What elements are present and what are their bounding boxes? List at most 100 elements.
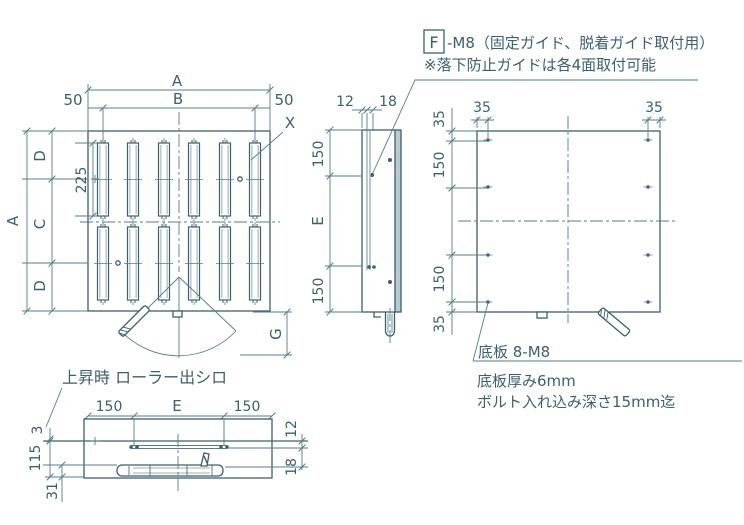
side-hole <box>372 265 376 269</box>
plan-stub <box>172 310 183 318</box>
f-box-label: F <box>429 33 438 52</box>
plan-dim-a-left: A <box>4 127 31 315</box>
f-annotation-note: ※落下防止ガイドは各4面取付可能 <box>424 56 656 74</box>
f-box <box>423 29 445 54</box>
dim-label-35-top-left: 35 <box>473 100 491 116</box>
dim-label-50-right: 50 <box>274 91 293 109</box>
plan-pin-hole <box>237 176 243 182</box>
plan-dim-a-top: A <box>84 72 274 131</box>
dim-label-e: E <box>172 397 181 415</box>
f-leader-line <box>371 79 698 176</box>
dim-label-12: 12 <box>284 420 300 438</box>
lift-title: 上昇時 ローラー出シロ <box>62 368 227 387</box>
plan-x-callout: X <box>250 114 295 161</box>
dim-label-150-bottom: 150 <box>311 278 327 305</box>
lift-hole-extension-lines <box>133 419 225 446</box>
roller <box>123 137 143 222</box>
back-lever <box>597 307 631 337</box>
side-roller-lines <box>366 131 371 270</box>
roller <box>93 221 113 306</box>
back-note1: 底板厚み6mm <box>477 372 576 390</box>
plan-dim-dcd: D C D <box>31 127 56 315</box>
roller <box>184 221 204 306</box>
dim-label-18: 18 <box>379 94 397 110</box>
dim-label-150-top: 150 <box>311 141 327 168</box>
side-hole <box>388 280 392 284</box>
bolt-hole <box>643 299 653 305</box>
plan-dim-225: 225 <box>74 139 98 220</box>
dim-label-g: G <box>267 328 285 340</box>
roller <box>93 137 113 222</box>
lift-hole <box>219 445 223 449</box>
callout-leader <box>472 302 742 362</box>
x-leader-line <box>250 131 284 161</box>
plan-pin-hole <box>115 260 121 266</box>
dim-label-150-left-top: 150 <box>432 152 448 179</box>
label-x: X <box>285 114 295 132</box>
plan-cross-mark <box>91 175 99 183</box>
roller <box>154 137 174 222</box>
dim-label-31: 31 <box>45 482 61 500</box>
dim-label-35-top-right: 35 <box>645 100 663 116</box>
back-plate-outline <box>476 130 661 313</box>
dim-label-150-left: 150 <box>96 399 123 415</box>
dim-label-3: 3 <box>30 426 46 435</box>
bolt-hole <box>643 137 653 143</box>
side-plate-outline <box>361 129 402 313</box>
lift-dim-left: 3 115 31 <box>28 426 84 502</box>
roller <box>245 221 265 306</box>
dim-label-a-top: A <box>172 72 183 90</box>
back-view: 35 35 35 150 150 35 <box>432 100 742 411</box>
lift-lever <box>43 452 224 477</box>
dim-label-c: C <box>31 219 49 229</box>
dim-label-b: B <box>173 90 183 108</box>
dim-label-d-bottom: D <box>31 280 49 292</box>
lift-hole <box>135 445 139 449</box>
dim-label-150-right: 150 <box>234 399 261 415</box>
side-gray-band <box>394 129 402 313</box>
back-dim-35-top-right: 35 <box>642 100 666 138</box>
dim-label-d-top: D <box>31 150 49 162</box>
plan-view: A 50 B 50 A D C D <box>4 72 295 359</box>
dim-label-150-left-bottom: 150 <box>432 266 448 293</box>
back-stub <box>536 311 548 319</box>
plan-dim-b-50: 50 B 50 <box>63 90 294 143</box>
lift-view: 上昇時 ローラー出シロ 150 E 150 <box>28 368 308 502</box>
back-note2: ボルト入れ込み深さ15mm迄 <box>477 393 675 411</box>
lift-title-leader <box>45 387 63 428</box>
plan-dim-g: G <box>240 308 292 359</box>
lift-guide-lines <box>131 445 227 449</box>
lift-hole <box>225 445 229 449</box>
roller <box>215 137 235 222</box>
lift-dim-right: 12 18 <box>225 420 308 476</box>
plan-left-extension-lines <box>22 130 88 312</box>
back-callout: 底板 8-M8 <box>472 302 742 362</box>
bolt-hole <box>643 252 653 258</box>
dim-label-50-left: 50 <box>63 91 82 109</box>
plan-lever <box>118 305 150 337</box>
callout-text: 底板 8-M8 <box>478 343 550 361</box>
dim-label-a-left: A <box>4 215 22 226</box>
roller <box>184 137 204 222</box>
side-handle <box>373 308 396 345</box>
f-annotation: F -M8（固定ガイド、脱着ガイド取付用） ※落下防止ガイドは各4面取付可能 <box>370 29 714 177</box>
dim-label-18: 18 <box>284 458 300 476</box>
bolt-hole <box>483 252 493 258</box>
roller <box>123 221 143 306</box>
dim-label-12: 12 <box>336 94 354 110</box>
dim-label-35-left-top: 35 <box>432 110 448 128</box>
side-dim-12-18: 12 18 <box>336 94 397 131</box>
back-dim-left-chain: 35 150 150 35 <box>432 108 488 335</box>
side-hole <box>388 158 392 162</box>
f-leader-dot <box>370 173 374 177</box>
lift-cross-mark <box>91 437 99 445</box>
lift-dim-150-e-150: 150 E 150 <box>84 397 276 420</box>
side-hole <box>367 265 371 269</box>
dim-label-35-left-bottom: 35 <box>432 315 448 333</box>
dim-label-225: 225 <box>74 167 90 194</box>
dim-label-115: 115 <box>28 445 44 472</box>
f-annotation-text: -M8（固定ガイド、脱着ガイド取付用） <box>447 34 714 52</box>
dim-label-e: E <box>309 216 327 225</box>
